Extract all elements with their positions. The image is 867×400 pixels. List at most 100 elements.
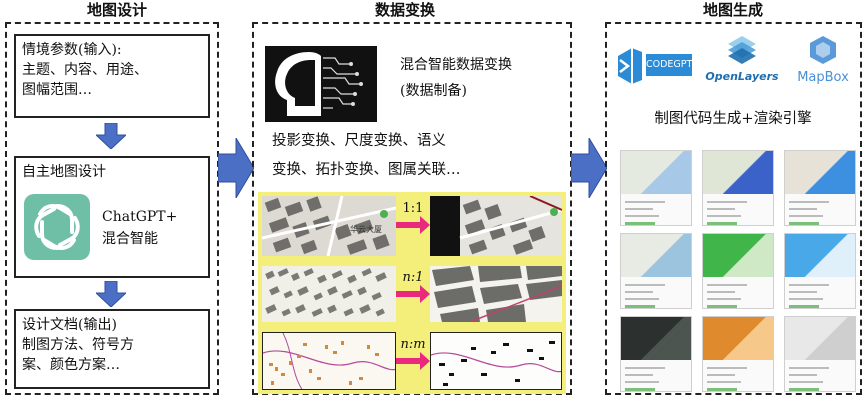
map-thumbnail-caption-line bbox=[707, 215, 741, 217]
map-thumbnail-caption-line bbox=[789, 298, 823, 300]
pink-arrow-icon bbox=[396, 216, 430, 234]
input-line-3: 图幅范围… bbox=[22, 82, 92, 98]
map-thumbnail-caption-line bbox=[625, 284, 665, 286]
map-thumbnail-tag bbox=[707, 305, 737, 308]
pink-arrow-icon bbox=[396, 285, 430, 303]
map-thumbnail-caption-line bbox=[625, 215, 659, 217]
map-thumbnail-image bbox=[785, 317, 855, 360]
map-thumbnail-tag bbox=[625, 388, 655, 391]
map-before-n-1 bbox=[262, 266, 396, 322]
map-thumbnail-caption-line bbox=[789, 215, 823, 217]
map-thumbnail-tag bbox=[707, 222, 737, 225]
title-data-transform: 数据变换 bbox=[374, 1, 435, 19]
ratio-n-1: n:1 bbox=[402, 270, 424, 285]
map-thumbnail-caption-line bbox=[707, 298, 741, 300]
panel-map-design bbox=[5, 22, 219, 395]
map-thumbnail-image bbox=[703, 317, 773, 360]
operations-line-1: 投影变换、尺度变换、语义 bbox=[272, 133, 446, 149]
map-thumbnail bbox=[620, 150, 692, 226]
mapbox-mark-icon bbox=[810, 36, 836, 64]
map-thumbnail bbox=[784, 150, 856, 226]
map-thumbnail-caption-line bbox=[789, 208, 817, 210]
chatgpt-label-1: ChatGPT+ bbox=[102, 209, 178, 225]
generation-caption: 制图代码生成+渲染引擎 bbox=[654, 111, 812, 127]
map-thumbnail-caption-line bbox=[789, 374, 817, 376]
map-thumbnail-image bbox=[785, 234, 855, 277]
map-before-n-m bbox=[262, 332, 396, 390]
chatgpt-logo-icon bbox=[24, 194, 90, 260]
map-before-1-1: 华云大厦 bbox=[262, 196, 396, 256]
down-arrow-icon bbox=[96, 281, 126, 307]
pink-arrow-icon bbox=[396, 352, 430, 370]
map-poi-label: 华云大厦 bbox=[350, 225, 382, 234]
map-thumbnail-caption-line bbox=[707, 291, 735, 293]
map-thumbnail bbox=[784, 316, 856, 392]
title-map-design: 地图设计 bbox=[86, 1, 147, 19]
map-thumbnail-caption-line bbox=[625, 381, 659, 383]
map-after-1-1 bbox=[430, 196, 562, 256]
output-line-2: 制图方法、符号方 bbox=[22, 337, 134, 353]
map-thumbnail-caption-line bbox=[707, 381, 741, 383]
map-thumbnail-caption-line bbox=[625, 367, 665, 369]
input-line-2: 主题、内容、用途、 bbox=[22, 62, 148, 78]
right-arrow-icon bbox=[218, 138, 254, 198]
ratio-1-1: 1:1 bbox=[402, 201, 424, 216]
openlayers-logo: OpenLayers bbox=[704, 34, 780, 94]
map-thumbnail bbox=[784, 233, 856, 309]
mapbox-wordmark: MapBox bbox=[797, 70, 849, 85]
map-thumbnail-image bbox=[621, 151, 691, 194]
title-map-generation: 地图生成 bbox=[702, 1, 763, 19]
input-box: 情境参数(输入): 主题、内容、用途、 图幅范围… bbox=[14, 34, 210, 118]
ratio-n-m: n:m bbox=[400, 337, 426, 352]
map-thumbnail-caption-line bbox=[789, 291, 817, 293]
mapbox-logo: MapBox bbox=[790, 34, 856, 94]
codegpt-wordmark: CODEGPT bbox=[646, 54, 692, 76]
operations-line-2: 变换、拓扑变换、图属关联… bbox=[272, 162, 461, 178]
map-thumbnail-caption-line bbox=[789, 284, 829, 286]
map-thumbnail-tag bbox=[789, 388, 819, 391]
map-thumbnail-caption-line bbox=[707, 201, 747, 203]
map-thumbnail bbox=[620, 316, 692, 392]
map-thumbnail-caption-line bbox=[625, 201, 665, 203]
openlayers-wordmark: OpenLayers bbox=[705, 70, 779, 83]
map-thumbnail bbox=[702, 316, 774, 392]
map-after-n-m bbox=[430, 332, 562, 390]
panel-map-generation bbox=[605, 22, 862, 395]
map-thumbnail-image bbox=[621, 234, 691, 277]
map-after-n-1 bbox=[430, 266, 562, 322]
map-thumbnail-tag bbox=[789, 305, 819, 308]
map-thumbnail-caption-line bbox=[625, 298, 659, 300]
map-thumbnail-caption-line bbox=[625, 291, 653, 293]
output-line-3: 案、颜色方案… bbox=[22, 357, 120, 373]
map-thumbnail-image bbox=[703, 151, 773, 194]
autonomous-design-title: 自主地图设计 bbox=[22, 164, 106, 180]
map-thumbnail-caption-line bbox=[789, 381, 823, 383]
map-thumbnail-tag bbox=[707, 388, 737, 391]
input-line-1: 情境参数(输入): bbox=[22, 42, 122, 58]
map-thumbnail-caption-line bbox=[707, 208, 735, 210]
output-line-1: 设计文档(输出) bbox=[22, 317, 117, 333]
transform-headline-1: 混合智能数据变换 bbox=[400, 57, 512, 73]
down-arrow-icon bbox=[96, 123, 126, 149]
map-thumbnail-image bbox=[703, 234, 773, 277]
map-thumbnail-tag bbox=[625, 222, 655, 225]
map-thumbnail bbox=[702, 150, 774, 226]
map-thumbnail-caption-line bbox=[789, 367, 829, 369]
map-thumbnail-caption-line bbox=[625, 208, 653, 210]
output-box: 设计文档(输出) 制图方法、符号方 案、颜色方案… bbox=[14, 309, 210, 389]
map-thumbnail-caption-line bbox=[625, 374, 653, 376]
codegpt-logo: CODEGPT bbox=[614, 38, 692, 94]
chatgpt-label-2: 混合智能 bbox=[102, 231, 158, 247]
map-thumbnail-tag bbox=[625, 305, 655, 308]
transform-headline-2: (数据制备) bbox=[400, 83, 467, 99]
panel-data-transform bbox=[252, 22, 572, 395]
right-arrow-icon bbox=[571, 138, 607, 198]
ai-head-icon bbox=[265, 46, 377, 122]
map-thumbnail bbox=[620, 233, 692, 309]
map-thumbnail-tag bbox=[789, 222, 819, 225]
map-thumbnail-caption-line bbox=[789, 201, 829, 203]
map-thumbnail-image bbox=[785, 151, 855, 194]
map-thumbnail-image bbox=[621, 317, 691, 360]
openlayers-mark-icon bbox=[728, 36, 756, 64]
map-thumbnail-caption-line bbox=[707, 374, 735, 376]
